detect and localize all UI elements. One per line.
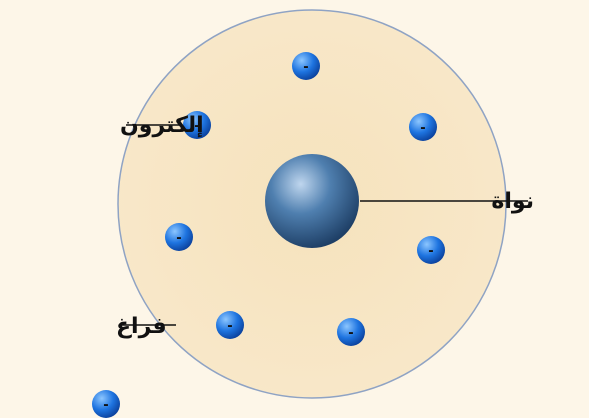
- nucleus: [265, 154, 359, 248]
- electron-charge-sign: -: [303, 60, 308, 75]
- electron: -: [337, 318, 365, 346]
- electron-charge-sign: -: [103, 398, 108, 413]
- electron-charge-sign: -: [420, 121, 425, 136]
- electron-sphere: [409, 113, 437, 141]
- electron: -: [409, 113, 437, 141]
- electron-sphere: [216, 311, 244, 339]
- electron: -: [183, 111, 211, 139]
- electron-charge-sign: -: [227, 319, 232, 334]
- electron-sphere: [337, 318, 365, 346]
- electron-charge-sign: -: [428, 244, 433, 259]
- electron-sphere: [92, 390, 120, 418]
- electron: -: [165, 223, 193, 251]
- electron-charge-sign: -: [194, 119, 199, 134]
- electron-sphere: [165, 223, 193, 251]
- electron-sphere: [183, 111, 211, 139]
- electron: -: [417, 236, 445, 264]
- electrons-group: - - - - - - - -: [92, 52, 445, 418]
- electron-sphere: [292, 52, 320, 80]
- electron: -: [216, 311, 244, 339]
- nucleus-label: نواة: [491, 189, 534, 214]
- electron-label: إلكترون: [120, 113, 204, 138]
- electron: -: [292, 52, 320, 80]
- electron-charge-sign: -: [348, 326, 353, 341]
- electron: -: [92, 390, 120, 418]
- space-label: فراغ: [116, 314, 167, 339]
- electron-charge-sign: -: [176, 231, 181, 246]
- electron-sphere: [417, 236, 445, 264]
